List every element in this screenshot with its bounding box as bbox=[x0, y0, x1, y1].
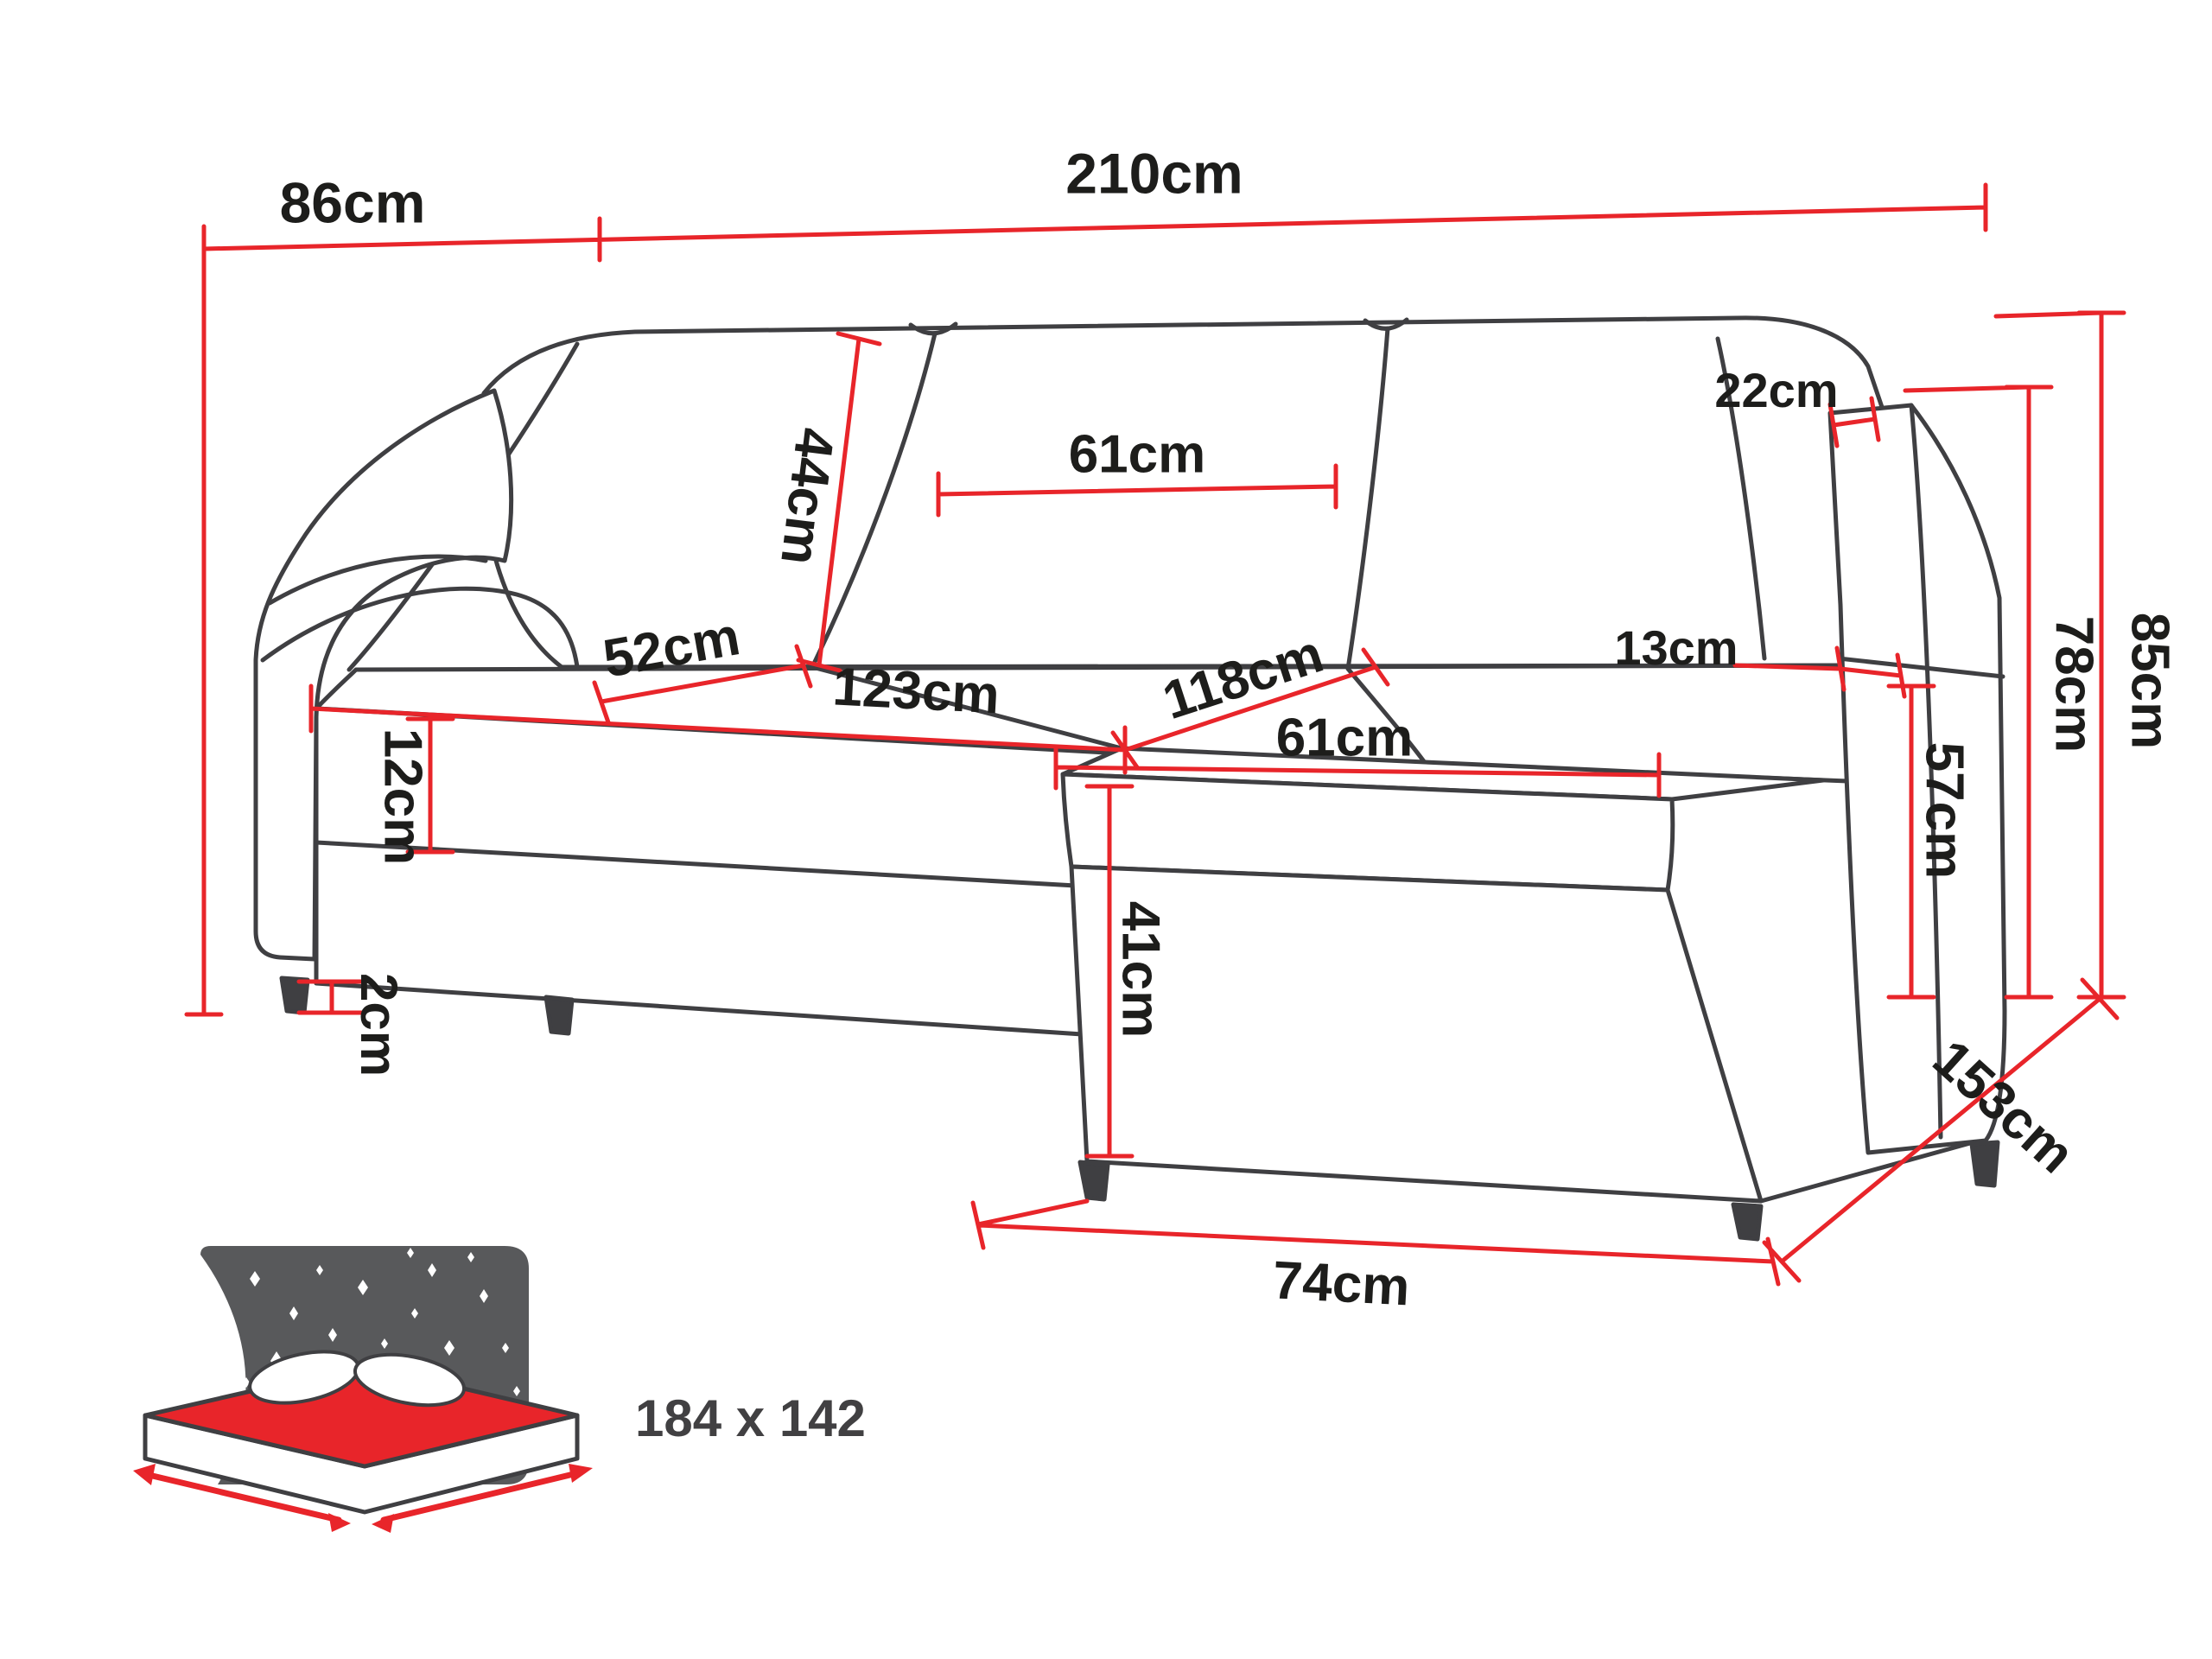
right-armrest-panel-seam bbox=[1909, 403, 1943, 1140]
foot-chaise-right bbox=[1731, 1202, 1764, 1242]
dim-line-armtop-22 bbox=[1827, 396, 1881, 448]
dim-line-chaise-depth-153 bbox=[1762, 977, 2120, 1283]
foot-mid bbox=[543, 995, 575, 1036]
dim-label-chaise-seat-w-61: 61cm bbox=[1276, 708, 1414, 767]
foot-chaise-left bbox=[1077, 1160, 1110, 1202]
dim-line-arm-width-13 bbox=[1732, 645, 1907, 699]
dim-line-height-78 bbox=[1903, 385, 2054, 1000]
dim-label-leg-h-2: 2cm bbox=[350, 973, 408, 1077]
seat-seam-diagonal-1 bbox=[810, 664, 1124, 751]
foot-right bbox=[1969, 1140, 2000, 1188]
right-armrest-outline bbox=[1827, 403, 2007, 1155]
dim-line-chaise-len-118 bbox=[1110, 647, 1390, 770]
pillows bbox=[248, 1350, 467, 1408]
backrest-top-notches bbox=[908, 317, 1409, 336]
backrest-seam-2 bbox=[1345, 326, 1390, 671]
seat-front-face bbox=[314, 706, 1124, 1039]
dim-line-leg-2 bbox=[296, 979, 367, 1015]
dim-line-back-cushion-61 bbox=[936, 463, 1338, 518]
arrowhead-3 bbox=[372, 1514, 394, 1533]
backrest-seam-1 bbox=[810, 331, 938, 670]
left-armrest-sweep-1 bbox=[260, 586, 580, 670]
dim-label-cushion-th-12: 12cm bbox=[373, 728, 433, 866]
arrow-width bbox=[142, 1471, 342, 1523]
arrow-depth bbox=[380, 1469, 584, 1523]
dim-line-width-depth-top bbox=[184, 182, 1988, 1017]
chaise-base-front bbox=[1069, 864, 1764, 1204]
dim-line-chaise-seat-61 bbox=[1053, 744, 1662, 798]
dim-label-back-h-78: 78cm bbox=[2044, 616, 2104, 753]
sleeping-area-icon: 184 x 142 bbox=[133, 1246, 866, 1533]
dim-label-back-cushion-w-61: 61cm bbox=[1069, 424, 1206, 484]
dim-label-width-210: 210cm bbox=[1065, 141, 1243, 205]
dim-line-seat-depth-52 bbox=[592, 644, 813, 725]
dim-label-height-85: 85cm bbox=[2120, 613, 2180, 750]
arrowhead-1 bbox=[133, 1464, 156, 1485]
right-armrest-horizontal-seam bbox=[1836, 656, 2005, 679]
seat-seam-diagonal-2 bbox=[1345, 666, 1428, 766]
pillow-right bbox=[353, 1352, 467, 1408]
dim-line-back-cushion-44 bbox=[796, 331, 882, 673]
dim-label-arm-w-13: 13cm bbox=[1614, 620, 1738, 675]
arrowhead-2 bbox=[328, 1513, 351, 1532]
size-arrowheads bbox=[133, 1464, 593, 1533]
dim-line-cushion-12 bbox=[405, 716, 455, 855]
dimension-lines bbox=[184, 182, 2126, 1287]
sofa-feet bbox=[279, 976, 2000, 1242]
dim-line-chaise-h-41 bbox=[1084, 784, 1135, 1159]
size-arrows bbox=[142, 1469, 584, 1523]
arrowhead-4 bbox=[569, 1464, 593, 1483]
bed-size-label: 184 x 142 bbox=[635, 1389, 866, 1447]
sofa-bottom-right-edge bbox=[1758, 1136, 1988, 1204]
dim-label-chaise-h-41: 41cm bbox=[1111, 901, 1171, 1039]
dim-label-chaise-w-74: 74cm bbox=[1271, 1250, 1411, 1317]
dim-line-height-85 bbox=[1993, 310, 2126, 1000]
dim-label-armtop-22: 22cm bbox=[1714, 363, 1838, 417]
left-armrest-outline bbox=[253, 388, 514, 962]
dim-line-height-57 bbox=[1886, 683, 1936, 1000]
dim-label-depth-86: 86cm bbox=[280, 170, 426, 234]
dim-line-chaise-w-74 bbox=[970, 1198, 1781, 1287]
sofa-drawing bbox=[253, 315, 2007, 1242]
backrest-seam-right bbox=[1715, 336, 1767, 661]
dim-label-seat-w-123: 123cm bbox=[831, 657, 1001, 725]
left-armrest-sweep-2 bbox=[267, 554, 488, 606]
dim-label-arm-h-57: 57cm bbox=[1915, 742, 1974, 880]
